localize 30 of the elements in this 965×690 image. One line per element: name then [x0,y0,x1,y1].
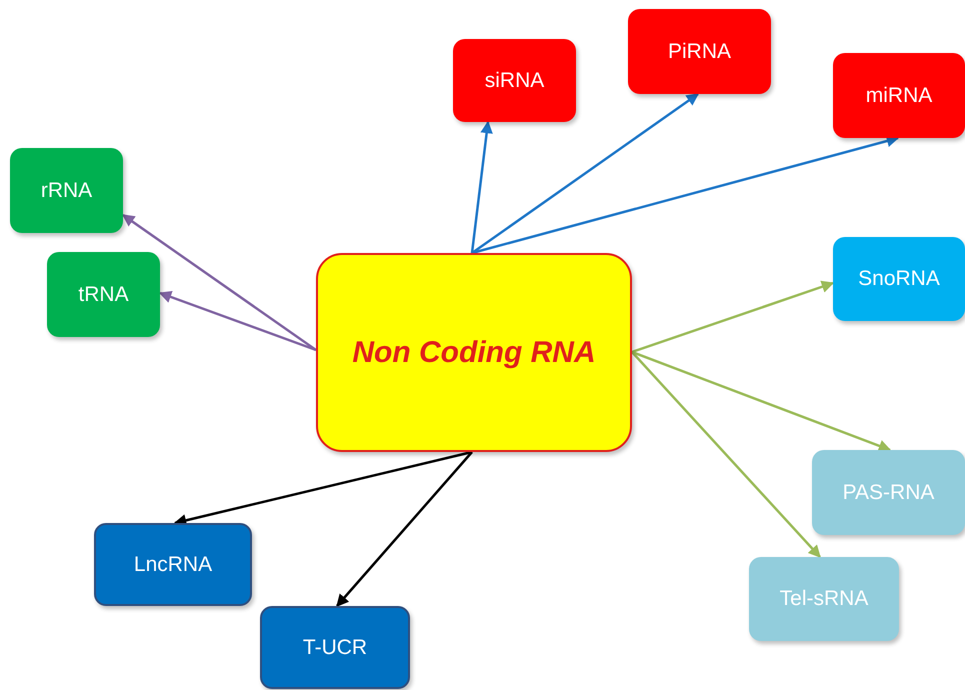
rounded-box [749,557,899,641]
central-box [316,253,632,452]
rounded-box [453,39,576,122]
rounded-box [47,252,160,337]
node-label: PAS-RNA [842,480,934,504]
node-label: tRNA [78,282,129,306]
arrow [122,214,317,352]
node-label: LncRNA [134,552,212,576]
node-label: rRNA [40,178,92,202]
rounded-box [833,53,965,138]
title-text: Non Coding RNA [352,336,596,370]
node-label: siRNA [484,68,544,92]
arrow [470,120,493,254]
rounded-box [628,9,771,94]
arrow [631,351,821,558]
rounded-box [10,148,123,233]
node-label: miRNA [866,84,932,108]
rounded-box [833,237,965,321]
arrow [632,280,834,354]
arrow [471,92,700,254]
node-label: Tel-sRNA [780,587,868,611]
rounded-box [812,450,965,535]
node-label: T-UCR [302,636,368,660]
rounded-box [94,523,252,606]
node-label: PiRNA [668,40,731,64]
node-label: SnoRNA [858,267,940,291]
rounded-box [260,606,410,689]
arrow [632,350,892,452]
arrow [336,451,473,607]
arrow [158,291,316,352]
